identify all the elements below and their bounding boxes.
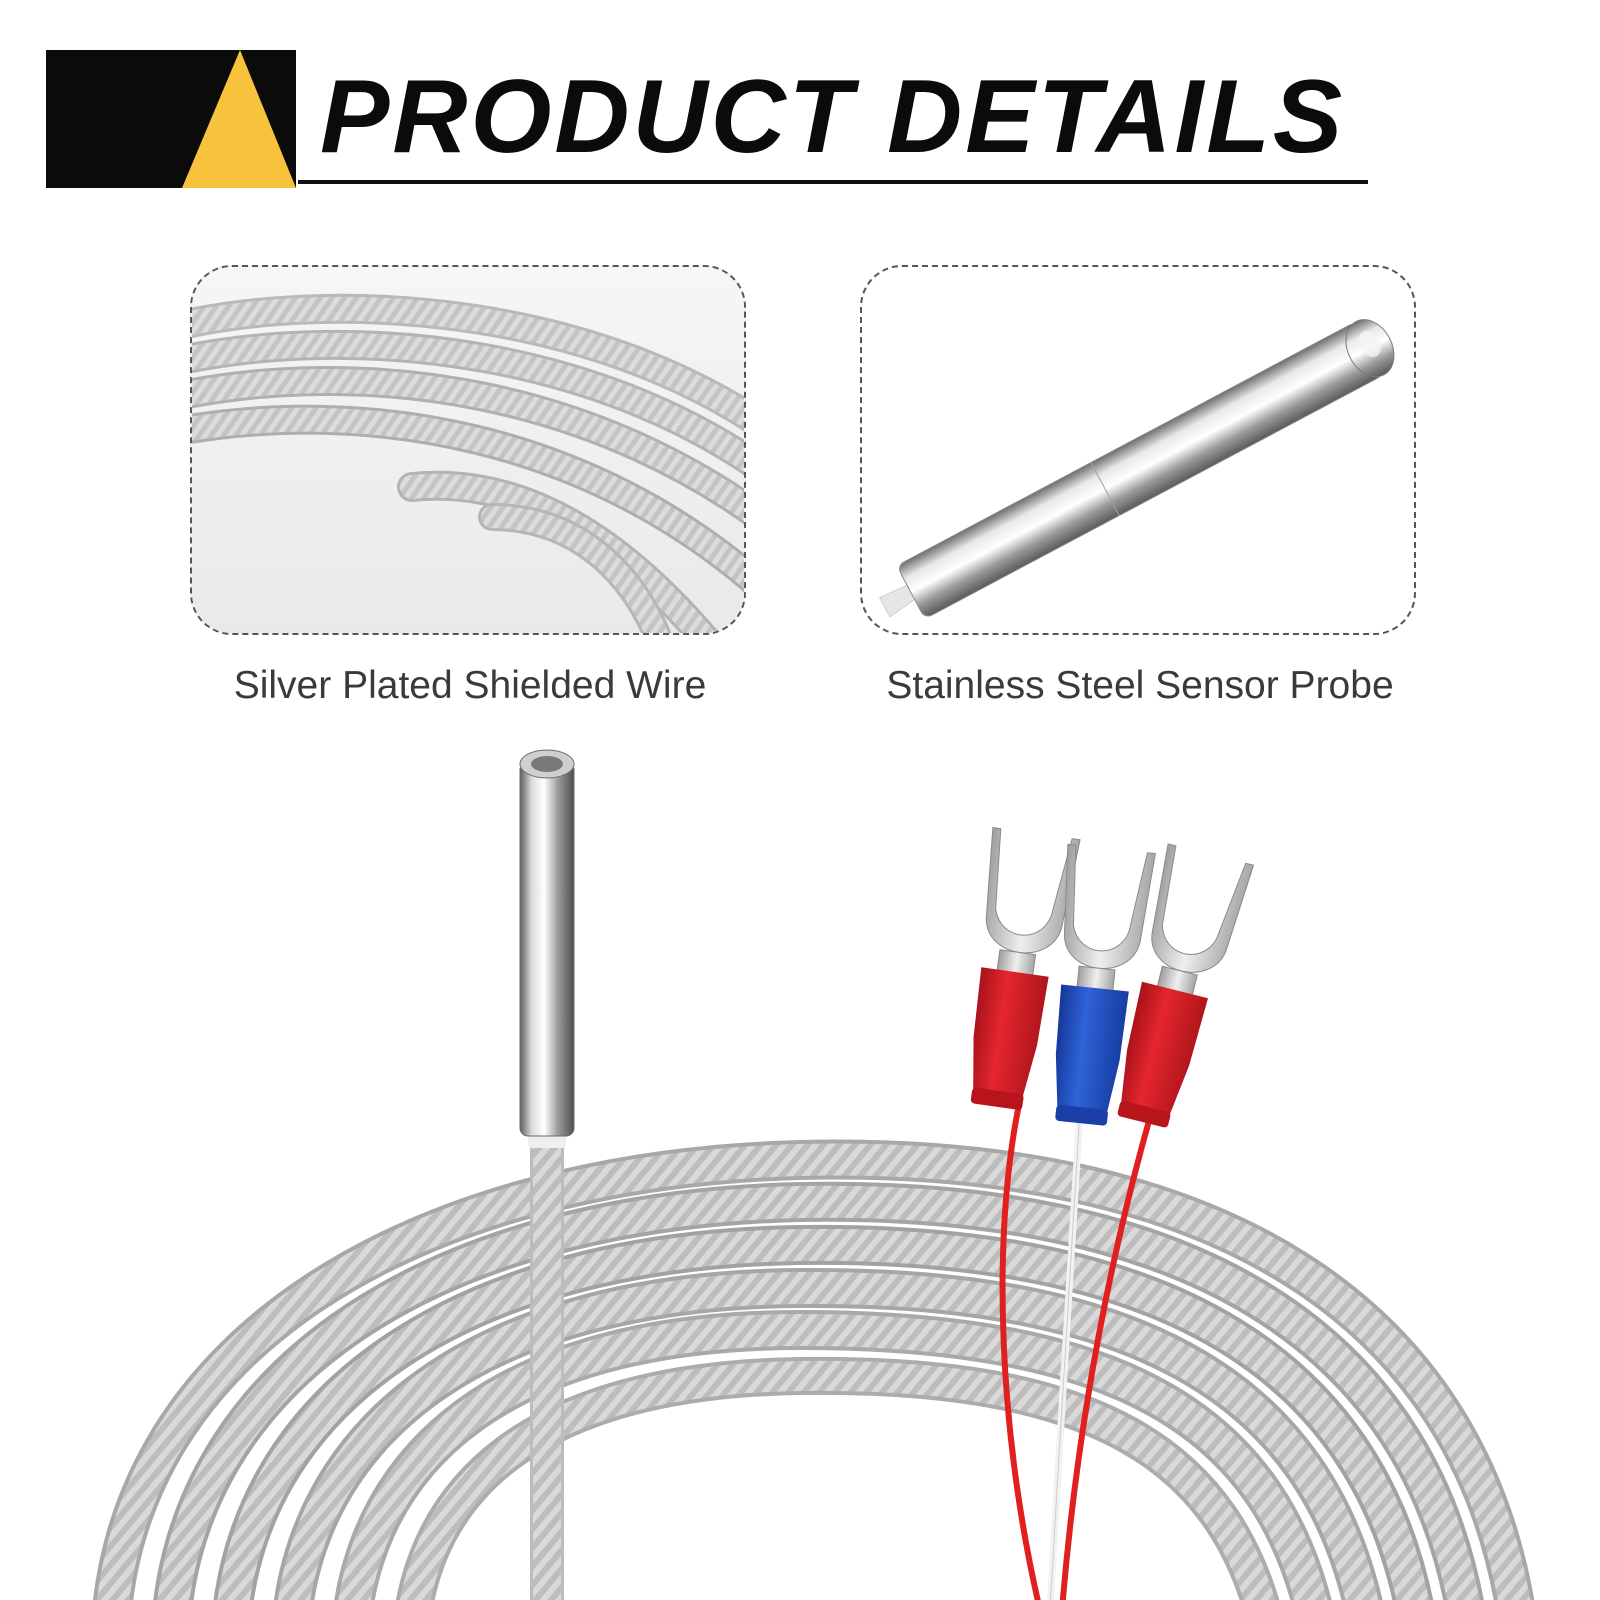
fork-terminal-red-left <box>970 826 1081 1110</box>
lead-wires <box>999 1097 1158 1600</box>
probe-closeup-panel <box>860 265 1416 635</box>
fork-terminal-blue <box>1055 843 1156 1126</box>
steel-probe <box>519 749 575 1137</box>
probe-caption: Stainless Steel Sensor Probe <box>886 664 1394 707</box>
title-underline <box>298 180 1368 184</box>
header-banner <box>0 0 1600 200</box>
page-title: PRODUCT DETAILS <box>320 59 1346 175</box>
wire-closeup-panel <box>190 265 746 635</box>
banner-graphic <box>46 50 296 188</box>
steel-probe-icon <box>878 319 1395 618</box>
wire-caption: Silver Plated Shielded Wire <box>233 664 707 707</box>
braided-wire-icon <box>192 267 744 633</box>
probe-lead <box>528 1132 566 1600</box>
main-product-photo <box>0 740 1600 1600</box>
banner-yellow-triangle <box>182 50 296 188</box>
rtd-sensor-icon <box>93 749 1535 1600</box>
fork-terminal-red-right <box>1117 843 1255 1128</box>
cable-coil <box>93 1139 1535 1600</box>
